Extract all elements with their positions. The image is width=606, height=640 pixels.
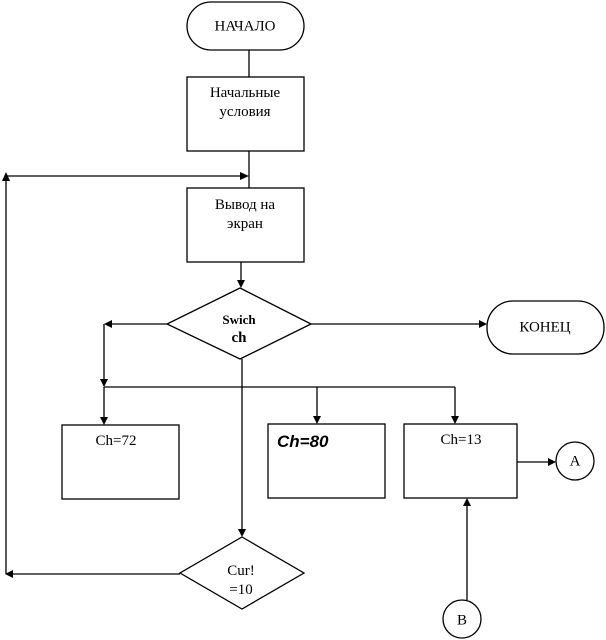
switch-label-line2: ch [232,330,248,346]
case13-process: Ch=13 [403,423,518,499]
arrow-down-icon [100,417,108,425]
check-label-line2: =10 [229,582,252,598]
arrow-down-icon [238,529,246,537]
connector-a: A [555,441,595,481]
arrow-down-icon [451,416,459,424]
end-terminator: КОНЕЦ [486,300,605,355]
arrow-down-icon [100,379,108,387]
arrow-left-icon [5,570,13,578]
start-terminator: НАЧАЛО [186,1,305,51]
arrow-down-icon [313,416,321,424]
arrow-right-icon [479,320,487,328]
case13-label: Ch=13 [441,432,482,448]
init-process: Начальные условия [186,76,305,152]
switch-decision: Swich ch [165,287,313,360]
arrow-up-icon [2,172,10,181]
init-label-line2: условия [219,104,270,120]
arrow-right-icon [240,172,249,180]
output-process: Вывод на экран [186,187,305,263]
arrow-right-icon [548,458,556,466]
check-decision: Cur! =10 [178,536,306,610]
arrow-left-icon [104,320,112,328]
connector-b-label: B [457,612,467,628]
case80-label: Ch=80 [277,432,329,451]
case72-label: Ch=72 [96,433,137,449]
output-label-line2: экран [227,216,263,232]
end-label: КОНЕЦ [519,319,570,335]
connector-b: B [442,599,482,639]
arrow-down-icon [237,280,245,288]
init-label-line1: Начальные [210,85,281,101]
case72-process: Ch=72 [61,424,180,500]
arrow-up-icon [463,498,471,506]
case80-process: Ch=80 [267,423,386,499]
switch-label-line1: Swich [222,312,256,327]
check-label-line1: Cur! [227,563,255,579]
connector-a-label: A [570,453,581,469]
start-label: НАЧАЛО [215,18,276,34]
output-label-line1: Вывод на [215,197,276,213]
